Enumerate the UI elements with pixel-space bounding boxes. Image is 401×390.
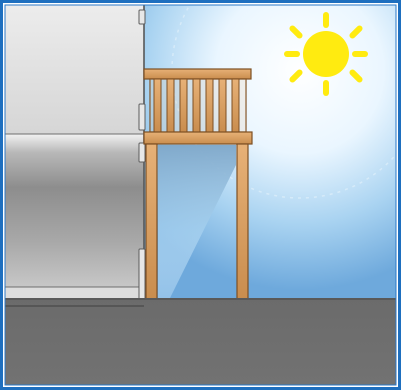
ledger-block-bottom — [139, 249, 145, 301]
house-wall-upper — [5, 5, 144, 134]
deck-baluster-4 — [193, 79, 200, 132]
deck-top-rail — [144, 69, 251, 79]
deck-post-right — [237, 144, 248, 299]
house-wall-shadowed — [5, 134, 144, 287]
deck-post-left — [146, 144, 157, 299]
deck-baluster-6 — [219, 79, 226, 132]
ledger-block-lower — [139, 143, 145, 162]
ground-surface — [5, 299, 396, 385]
ledger-block-middle — [139, 104, 145, 130]
deck-baluster-5 — [206, 79, 213, 132]
deck-baluster-1 — [154, 79, 161, 132]
deck-beam — [144, 132, 252, 144]
deck-baluster-2 — [167, 79, 174, 132]
ledger-block-top — [139, 10, 145, 24]
deck-baluster-7 — [232, 79, 239, 132]
deck-baluster-3 — [180, 79, 187, 132]
